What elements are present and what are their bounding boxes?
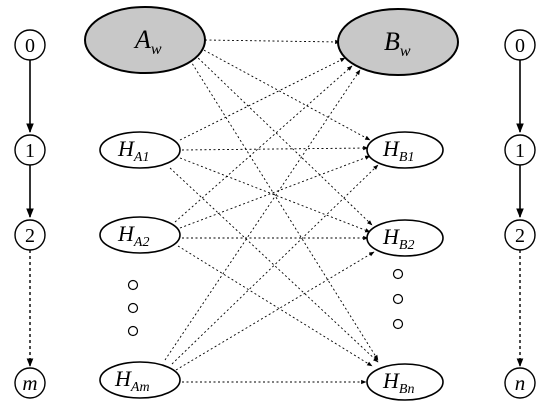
edge-ha2-hb1 <box>179 155 371 229</box>
left-chain: 0 1 2 m <box>14 29 46 399</box>
edge-aw-bw <box>204 39 341 45</box>
node-h-b1-label: HB1 <box>382 136 414 165</box>
edge-ha1-hb2 <box>179 157 371 233</box>
left-node-1 <box>14 134 46 166</box>
right-ellipsis-dots <box>392 268 404 330</box>
edge-ha2-bw <box>174 65 353 223</box>
right-ellipsis-dot <box>392 268 404 280</box>
right-ellipsis-dot <box>392 318 404 330</box>
node-h-am-main: H <box>114 366 132 391</box>
edge-aw-hb1 <box>199 47 371 141</box>
node-h-am: HAm <box>99 361 181 399</box>
node-b-w-label: Bw <box>384 27 411 60</box>
node-h-a1-shape <box>99 131 181 169</box>
right-node-n-label: n <box>515 371 526 395</box>
node-h-a2-shape <box>99 216 181 254</box>
node-h-a2-label: HA2 <box>117 221 149 250</box>
edge-aw-hb2 <box>194 54 373 226</box>
node-a-w: Aw <box>84 6 206 74</box>
left-node-m <box>14 367 46 399</box>
left-node-1-label: 1 <box>25 140 35 162</box>
right-node-2-label: 2 <box>515 225 525 247</box>
left-ellipsis-dot <box>127 302 139 314</box>
left-ellipsis-dot <box>127 325 139 337</box>
edge-ha2-hbn <box>177 245 373 367</box>
node-h-a1-label: HA1 <box>117 136 149 165</box>
node-a-w-main: A <box>133 25 151 54</box>
node-a-w-shape <box>84 6 206 74</box>
right-node-2 <box>504 219 536 251</box>
node-a-w-sub: w <box>151 41 162 58</box>
right-node-1-label: 1 <box>515 140 525 162</box>
edge-ha1-bw <box>179 57 346 141</box>
cross-connections <box>164 39 379 385</box>
node-h-bn-sub: Bn <box>399 382 415 397</box>
node-h-b2-shape <box>366 219 444 257</box>
right-node-n <box>504 367 536 399</box>
left-node-0 <box>14 29 46 61</box>
node-b-w-shape <box>337 8 459 76</box>
node-h-b1-shape <box>366 131 444 169</box>
edge-ha1-hbn <box>169 167 379 363</box>
left-node-2 <box>14 219 46 251</box>
node-b-w: Bw <box>337 8 459 76</box>
node-h-b1-sub: B1 <box>399 150 415 165</box>
edge-ham-bw <box>164 69 361 361</box>
node-h-bn: HBn <box>366 363 444 401</box>
right-node-0-label: 0 <box>515 35 525 57</box>
edge-ham-hb2 <box>175 251 375 371</box>
node-h-b2-main: H <box>382 224 400 249</box>
node-a-w-label: Aw <box>133 25 162 58</box>
node-h-a1-sub: A1 <box>133 150 150 165</box>
left-ellipsis-dots <box>127 279 139 337</box>
left-node-0-label: 0 <box>25 35 35 57</box>
right-chain: 0 1 2 n <box>504 29 536 399</box>
node-h-bn-main: H <box>382 368 400 393</box>
left-ellipsis-dot <box>127 279 139 291</box>
node-h-b2-sub: B2 <box>399 238 415 253</box>
right-node-1 <box>504 134 536 166</box>
edge-aw-hbn <box>189 59 379 361</box>
node-h-b2: HB2 <box>366 219 444 257</box>
edge-ha1-hb1 <box>181 145 369 151</box>
node-h-am-label: HAm <box>114 366 150 395</box>
node-h-b2-label: HB2 <box>382 224 414 253</box>
node-h-am-sub: Am <box>130 380 150 395</box>
node-h-a2-main: H <box>117 221 135 246</box>
node-h-bn-shape <box>366 363 444 401</box>
node-b-w-main: B <box>384 27 400 56</box>
node-b-w-sub: w <box>400 43 411 60</box>
edge-ham-hb1 <box>171 164 379 365</box>
node-h-b1: HB1 <box>366 131 444 169</box>
right-ellipsis-dot <box>392 293 404 305</box>
left-node-m-label: m <box>22 371 37 395</box>
node-h-a1-main: H <box>117 136 135 161</box>
node-h-a2: HA2 <box>99 216 181 254</box>
left-node-2-label: 2 <box>25 225 35 247</box>
node-h-a1: HA1 <box>99 131 181 169</box>
node-h-a2-sub: A2 <box>133 235 150 250</box>
node-h-b1-main: H <box>382 136 400 161</box>
node-h-bn-label: HBn <box>382 368 414 397</box>
node-h-am-shape <box>99 361 181 399</box>
right-node-0 <box>504 29 536 61</box>
